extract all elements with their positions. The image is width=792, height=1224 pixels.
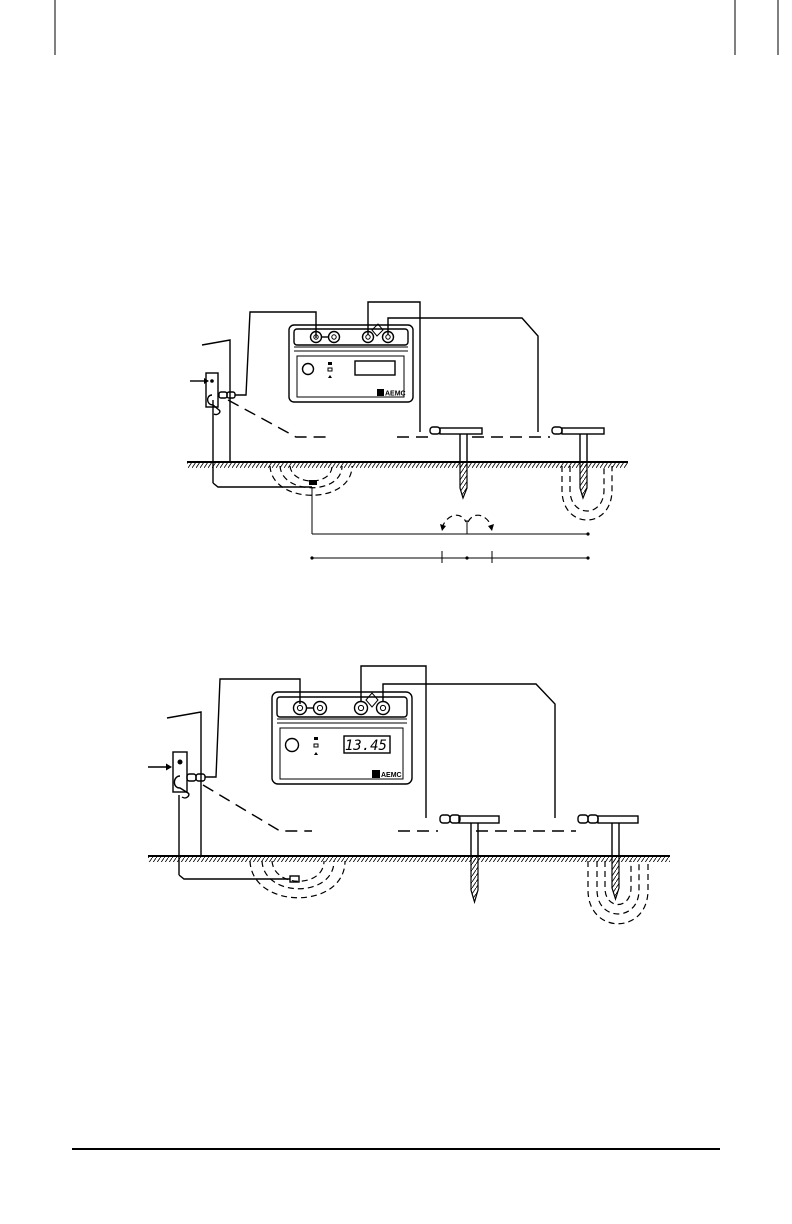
terminal-xv-icon: [329, 332, 340, 343]
lcd-reading-2: 13.45: [345, 738, 387, 754]
current-electrode-spike: [580, 462, 587, 498]
terminal-z-icon: [377, 702, 390, 715]
building-wall: [167, 712, 201, 856]
terminal-xv-icon: [314, 702, 327, 715]
potential-electrode-handle: [459, 816, 499, 823]
potential-electrode-handle: [440, 428, 482, 434]
potential-electrode-spike: [471, 856, 478, 902]
dashed-line-left: [203, 785, 312, 831]
jumper-icon: [366, 693, 378, 707]
figure-1-diagram: AEMC: [187, 302, 628, 563]
brand-label-2: AEMC: [381, 772, 402, 779]
aemc-logo-icon: [372, 770, 380, 778]
ground-hatching: [148, 857, 670, 862]
test-button[interactable]: [303, 364, 314, 375]
lead-z: [383, 684, 555, 818]
aemc-logo-icon: [377, 389, 384, 396]
ground-tester-meter-2: 13.45 AEMC: [272, 692, 412, 784]
potential-electrode-spike: [460, 462, 467, 498]
current-electrode-handle: [598, 816, 638, 823]
jumper-icon: [372, 324, 383, 336]
test-button[interactable]: [286, 739, 299, 752]
lead-z: [388, 318, 538, 432]
current-electrode-spike: [612, 856, 619, 899]
terminal-y-icon: [355, 702, 368, 715]
figure-2-diagram: 13.45 AEMC: [148, 666, 670, 924]
top-crop-marks: [55, 0, 778, 55]
ground-tester-meter-1: AEMC: [289, 324, 413, 402]
lead-y: [368, 302, 420, 432]
lcd-display-1: [355, 361, 395, 375]
arrow-icon: [166, 764, 172, 771]
current-electrode-handle: [562, 428, 604, 434]
brand-label-1: AEMC: [385, 391, 406, 398]
dashed-line-left: [228, 400, 326, 437]
